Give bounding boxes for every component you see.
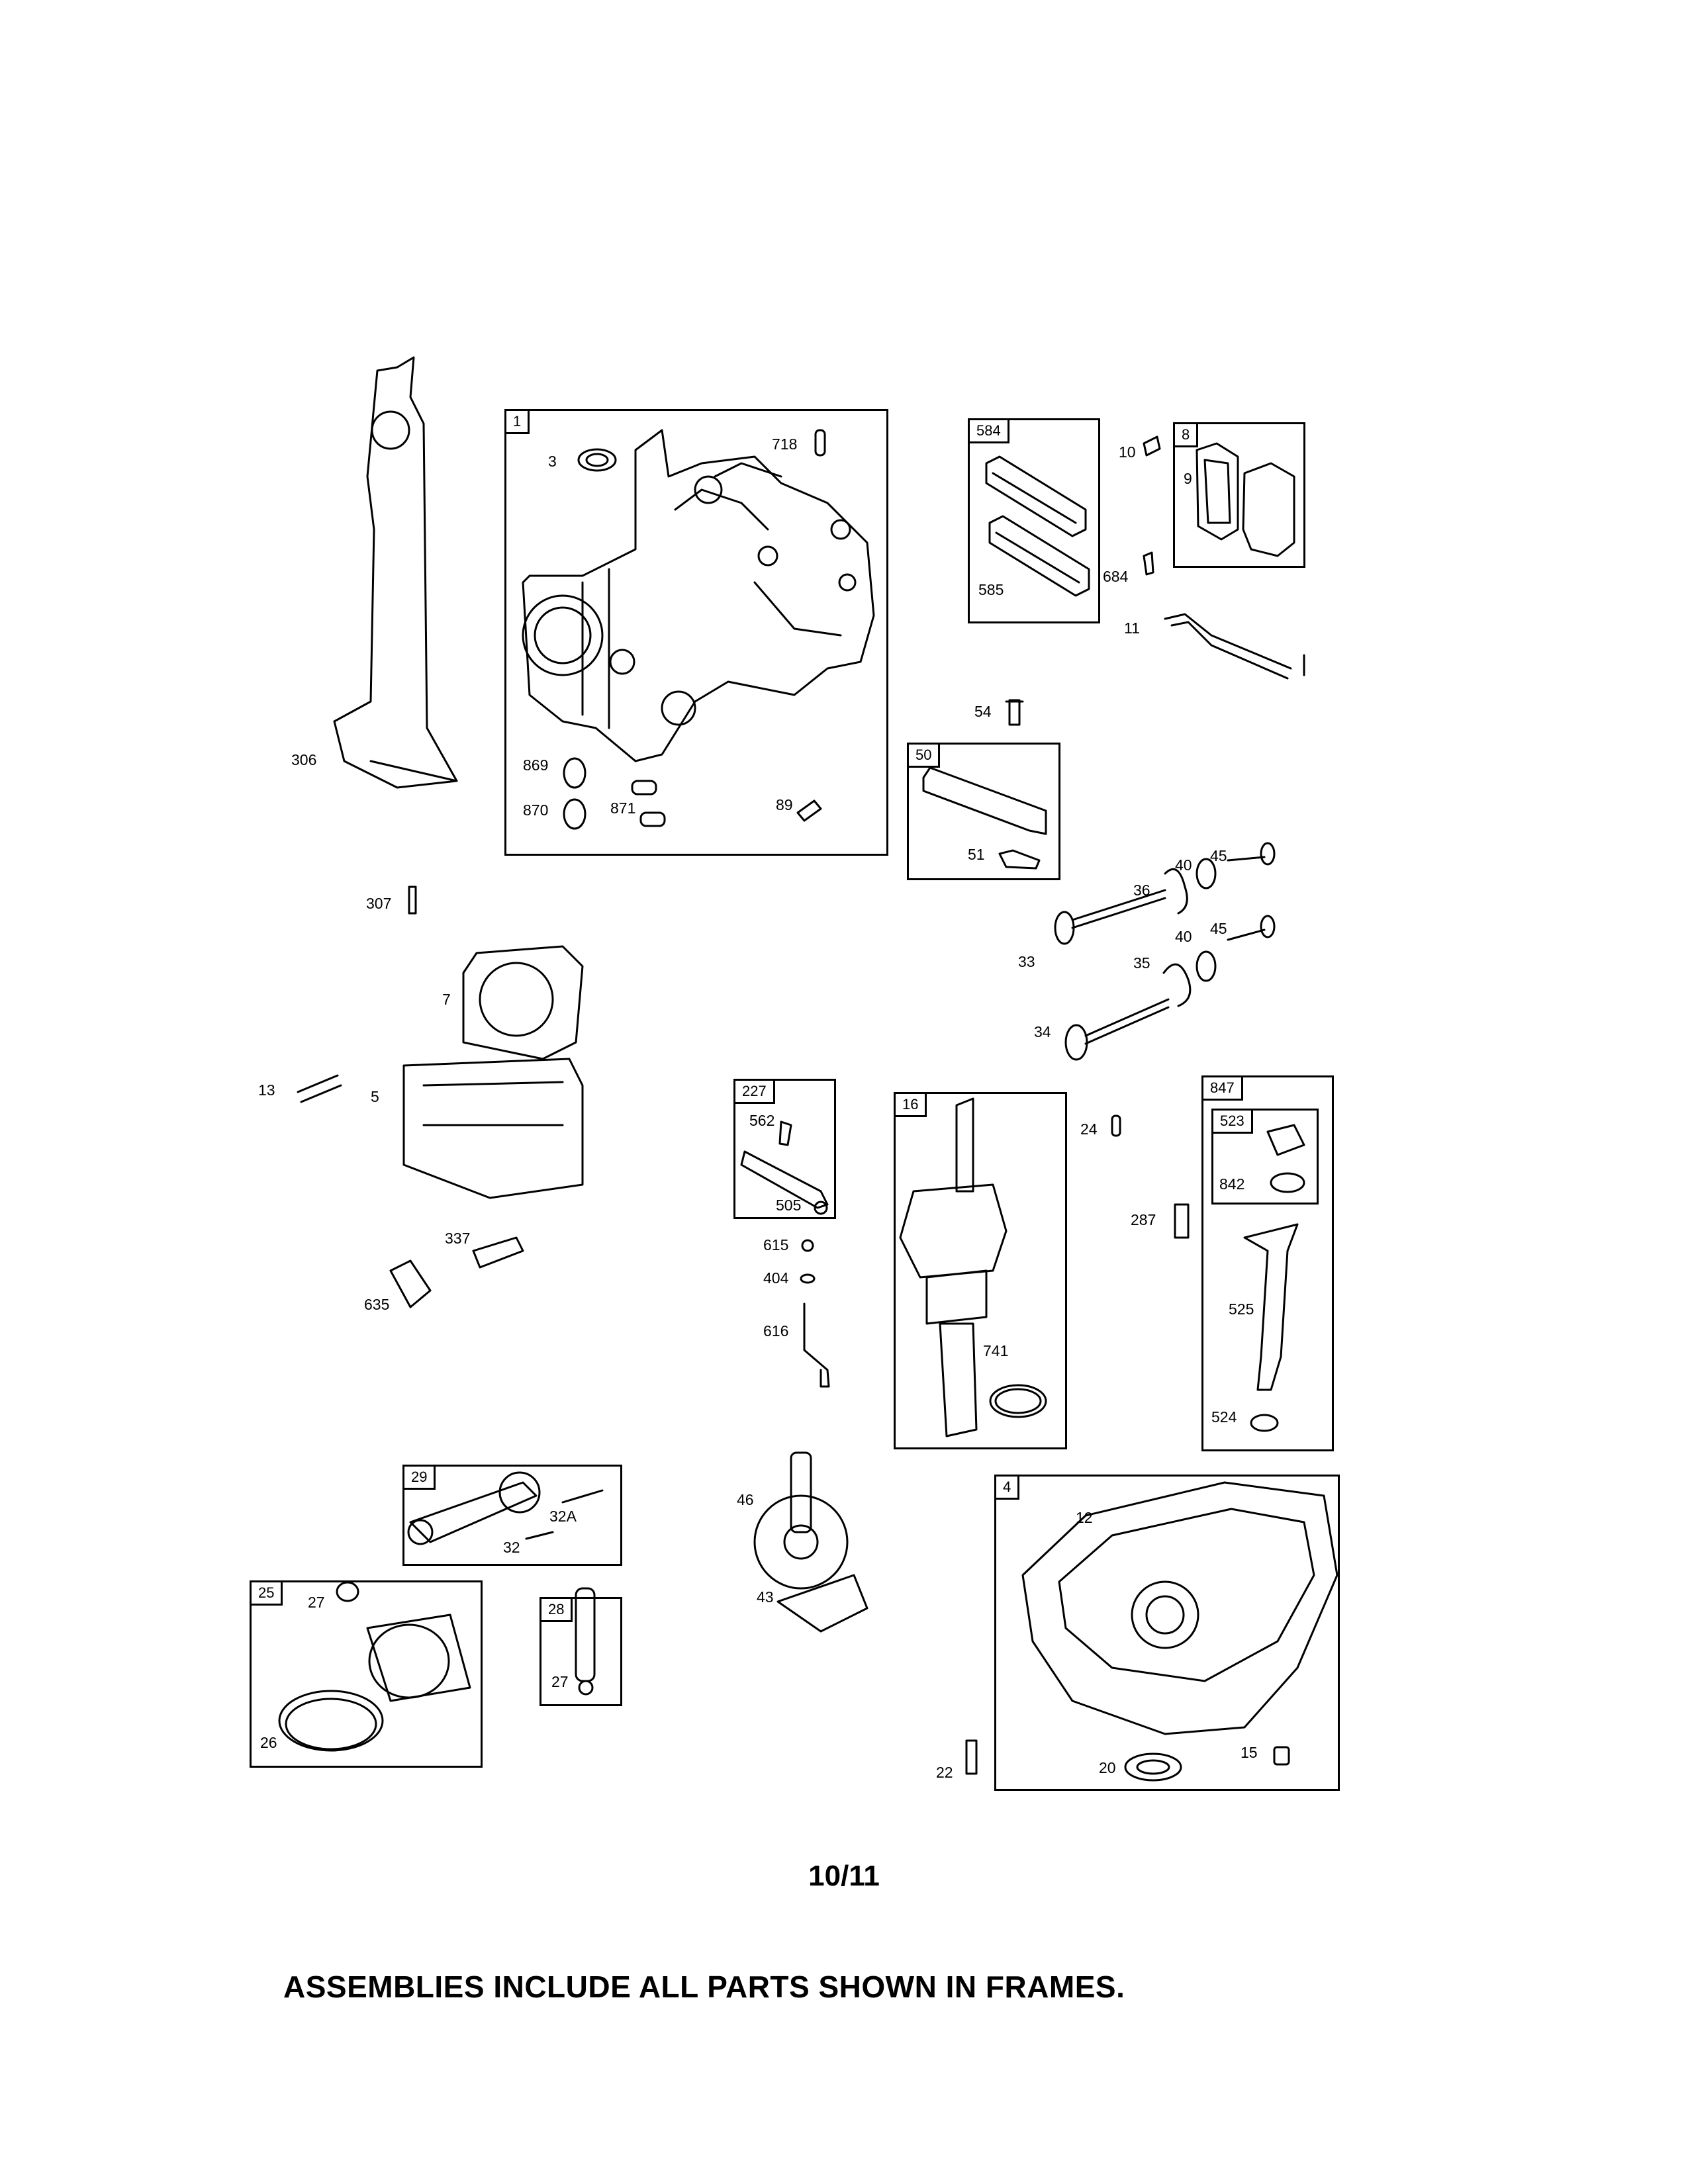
frame-tag-16: 16 <box>896 1094 927 1117</box>
part-label-45-upper: 45 <box>1210 847 1227 864</box>
part-label-11: 11 <box>1124 619 1140 637</box>
frame-50: 50 <box>907 743 1060 880</box>
frame-tag-29: 29 <box>404 1467 436 1490</box>
cylinder-block-drawing <box>522 429 875 762</box>
part-label-525: 525 <box>1229 1300 1254 1318</box>
frame-tag-8: 8 <box>1175 424 1199 447</box>
frame-tag-584: 584 <box>970 420 1009 443</box>
frame-16: 16 <box>894 1092 1067 1449</box>
part-label-22: 22 <box>936 1764 953 1781</box>
part-label-45-lower: 45 <box>1210 920 1227 937</box>
frame-584: 584 <box>968 418 1100 623</box>
part-label-615: 615 <box>763 1236 789 1253</box>
frame-4: 4 <box>994 1475 1340 1791</box>
part-label-46: 46 <box>737 1491 754 1508</box>
part-label-404: 404 <box>763 1269 789 1287</box>
frame-29: 29 <box>402 1465 622 1566</box>
frame-8: 8 <box>1173 422 1305 568</box>
part-label-635: 635 <box>364 1296 390 1313</box>
part-label-287: 287 <box>1131 1211 1156 1228</box>
part-label-35: 35 <box>1133 954 1150 972</box>
part-label-40-lower: 40 <box>1175 928 1192 945</box>
part-label-524: 524 <box>1211 1408 1237 1426</box>
part-label-32: 32 <box>503 1539 520 1556</box>
part-label-10: 10 <box>1119 443 1136 461</box>
frame-227: 227 <box>733 1079 836 1219</box>
part-label-26: 26 <box>260 1734 277 1751</box>
part-label-24: 24 <box>1080 1120 1098 1138</box>
frame-tag-1: 1 <box>506 411 530 434</box>
part-label-871: 871 <box>610 799 636 817</box>
frame-tag-227: 227 <box>735 1081 775 1104</box>
part-label-13: 13 <box>258 1081 275 1099</box>
part-label-20: 20 <box>1099 1759 1116 1776</box>
frame-tag-28: 28 <box>541 1599 573 1622</box>
part-label-870: 870 <box>523 801 549 819</box>
part-label-15: 15 <box>1241 1744 1258 1761</box>
part-label-869: 869 <box>523 756 549 774</box>
part-label-741: 741 <box>983 1342 1009 1359</box>
part-label-36: 36 <box>1133 882 1150 899</box>
part-label-89: 89 <box>776 796 793 813</box>
part-label-5: 5 <box>371 1088 379 1105</box>
part-label-33: 33 <box>1018 953 1035 970</box>
frame-847: 847 <box>1201 1075 1334 1451</box>
part-label-54: 54 <box>974 703 992 720</box>
part-label-51: 51 <box>968 846 985 863</box>
frame-tag-523: 523 <box>1213 1111 1253 1134</box>
part-label-34: 34 <box>1034 1023 1051 1040</box>
frame-1: 1 <box>504 409 888 856</box>
frame-tag-4: 4 <box>996 1477 1020 1500</box>
frame-tag-25: 25 <box>252 1582 283 1606</box>
part-label-306: 306 <box>291 751 317 768</box>
part-label-40-upper: 40 <box>1175 856 1192 874</box>
part-label-32A: 32A <box>549 1508 577 1525</box>
part-label-585: 585 <box>978 581 1004 598</box>
part-label-3: 3 <box>548 453 557 470</box>
part-label-27-upper: 27 <box>308 1594 325 1611</box>
footer-note: ASSEMBLIES INCLUDE ALL PARTS SHOWN IN FR… <box>283 1970 1125 2004</box>
part-label-842: 842 <box>1219 1175 1245 1193</box>
part-label-27-lower: 27 <box>551 1673 569 1690</box>
part-label-718: 718 <box>772 435 798 453</box>
part-label-562: 562 <box>749 1112 775 1129</box>
part-label-337: 337 <box>445 1230 471 1247</box>
part-label-7: 7 <box>442 991 451 1008</box>
frame-25: 25 <box>250 1580 483 1768</box>
part-label-684: 684 <box>1103 568 1129 585</box>
frame-tag-50: 50 <box>909 745 941 768</box>
part-label-616: 616 <box>763 1322 789 1340</box>
part-label-12: 12 <box>1076 1509 1093 1526</box>
part-label-43: 43 <box>757 1588 774 1606</box>
page-number: 10/11 <box>808 1860 880 1892</box>
part-label-307: 307 <box>366 895 392 912</box>
frame-28: 28 <box>539 1597 622 1706</box>
part-label-505: 505 <box>776 1197 802 1214</box>
frame-523: 523 <box>1211 1109 1319 1205</box>
part-label-9: 9 <box>1184 470 1192 487</box>
frame-tag-847: 847 <box>1203 1077 1243 1101</box>
